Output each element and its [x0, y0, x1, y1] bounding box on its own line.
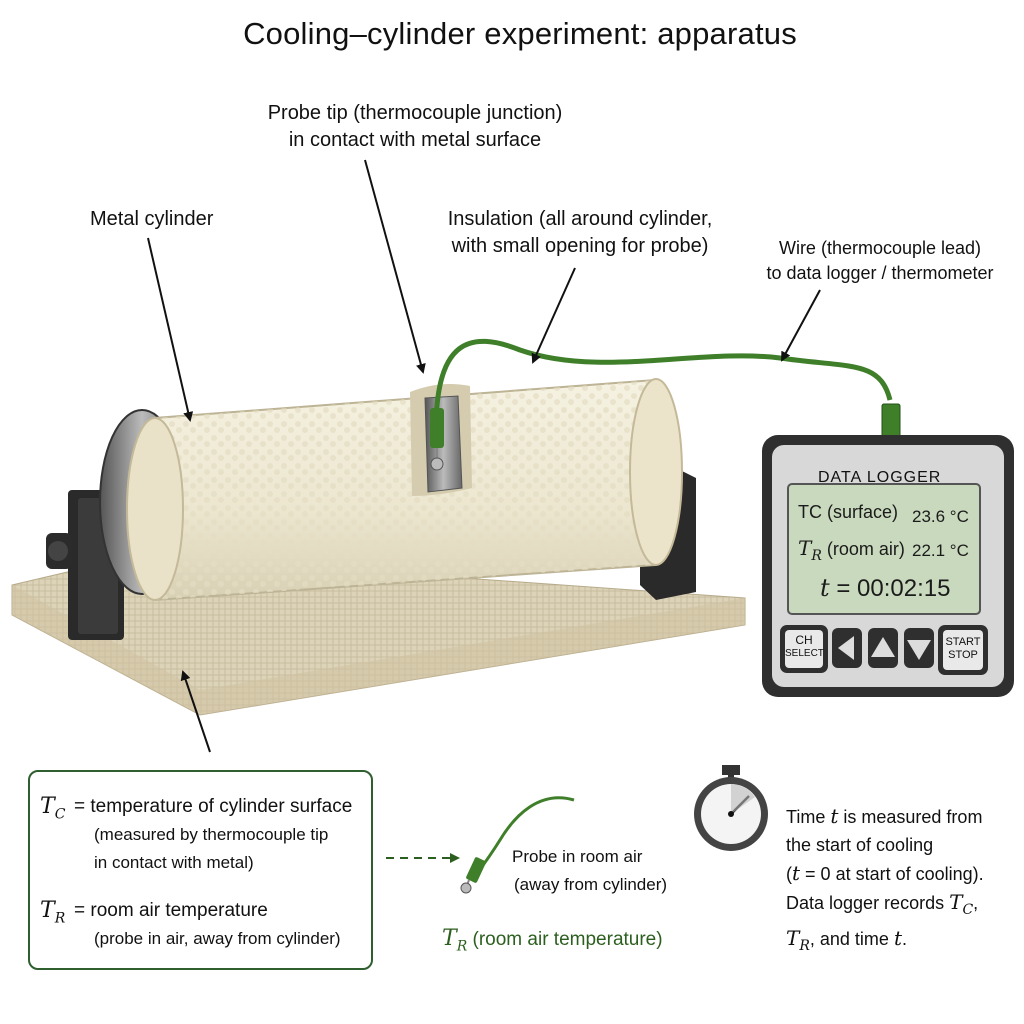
probe-tip-label: Probe tip (thermocouple junction) in con…	[200, 100, 630, 154]
wire-arrow	[781, 289, 821, 362]
room-probe-caption-text: (room air temperature)	[472, 929, 663, 950]
room-probe-label-line1: Probe in room air	[512, 847, 643, 866]
probe-tip-label-line2: in contact with metal surface	[288, 129, 542, 151]
metal-cylinder-label: Metal cylinder	[90, 208, 214, 230]
left-arrow-button[interactable]	[832, 628, 862, 668]
ch-select-button[interactable]: CH SELECT	[785, 633, 824, 660]
tr-reading-value: 22.1 °C	[912, 541, 969, 560]
probe-tip-label-line1: Probe tip (thermocouple junction)	[267, 102, 563, 124]
start-stop-button[interactable]: START STOP	[943, 636, 983, 662]
start-stop-line1: START	[945, 636, 981, 648]
insulation-arrow	[531, 267, 576, 364]
legend-tc-symbol: TC	[40, 794, 66, 823]
tc-reading-label: TC (surface)	[798, 502, 899, 522]
base-arrow	[180, 670, 211, 753]
data-logger-body	[762, 435, 1014, 697]
time-note: Time t is measured from the start of coo…	[786, 802, 984, 960]
probe-tip-arrow	[364, 159, 426, 374]
time-symbol: t	[820, 574, 830, 602]
insulation-body	[126, 378, 683, 602]
tr-symbol: TR	[798, 536, 822, 564]
room-probe-label-line2: (away from cylinder)	[514, 875, 668, 894]
insulation-label: Insulation (all around cylinder, with sm…	[430, 206, 730, 260]
ch-select-line2: SELECT	[785, 648, 824, 659]
tc-reading-value: 23.6 °C	[912, 507, 969, 526]
tr-reading-text: (room air)	[826, 539, 905, 559]
start-stop-line2: STOP	[948, 649, 978, 661]
thermocouple-wire	[430, 338, 901, 471]
time-value: = 00:02:15	[836, 575, 951, 602]
legend-tc-line3: in contact with metal)	[94, 853, 254, 872]
wire-label-line1: Wire (thermocouple lead)	[778, 238, 982, 258]
data-logger-title: DATA LOGGER	[818, 469, 942, 486]
time-note-line3: (t = 0 at start of cooling).	[786, 861, 984, 885]
time-note-line5: TR, and time t.	[786, 926, 907, 954]
legend-tc-line1: = temperature of cylinder surface	[74, 796, 353, 817]
legend-tr-line2: (probe in air, away from cylinder)	[94, 929, 341, 948]
tr-reading-label: TR (room air)	[798, 536, 905, 564]
elapsed-time-readout: t = 00:02:15	[820, 574, 950, 603]
room-air-probe	[460, 796, 575, 894]
time-note-line1: Time t is measured from	[786, 804, 983, 828]
up-arrow-button[interactable]	[868, 628, 898, 668]
insulation-label-line2: with small opening for probe)	[451, 235, 709, 257]
time-note-line2: the start of cooling	[786, 835, 934, 855]
metal-cylinder-arrow	[147, 237, 194, 422]
wire-label-line2: to data logger / thermometer	[766, 263, 994, 283]
wire-label: Wire (thermocouple lead) to data logger …	[755, 236, 1005, 286]
insulation-label-line1: Insulation (all around cylinder,	[447, 208, 713, 230]
room-probe-caption-symbol: TR	[442, 926, 468, 955]
down-arrow-button[interactable]	[904, 628, 934, 668]
legend-tr-line1: = room air temperature	[74, 900, 268, 921]
legend-box	[28, 770, 373, 970]
legend-tc-line2: (measured by thermocouple tip	[94, 825, 329, 844]
ch-select-line1: CH	[795, 633, 813, 647]
room-probe-caption: TR (room air temperature)	[442, 926, 663, 954]
stopwatch-icon	[694, 765, 768, 851]
time-note-line4: Data logger records TC,	[786, 890, 979, 918]
legend-tr-symbol: TR	[40, 898, 66, 927]
page-title: Cooling–cylinder experiment: apparatus	[243, 16, 797, 51]
